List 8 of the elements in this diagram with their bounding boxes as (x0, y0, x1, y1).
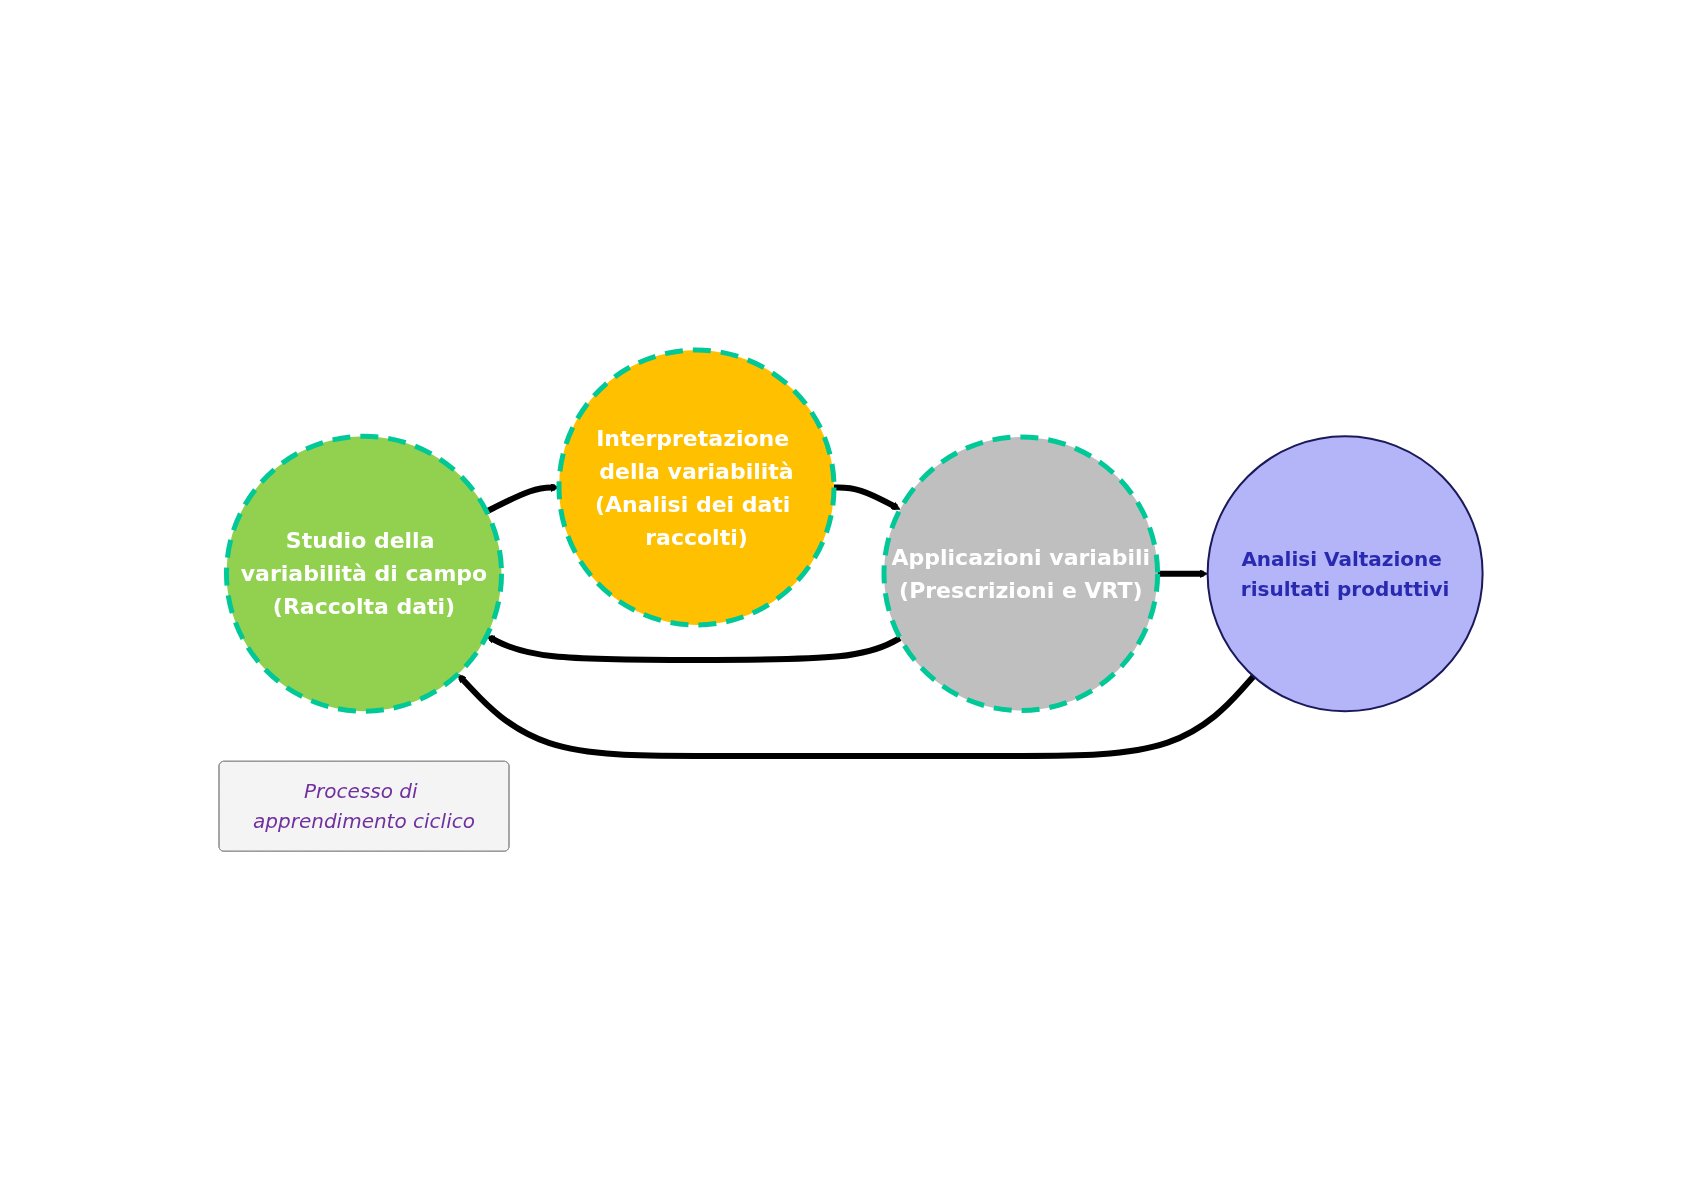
arrow (834, 484, 901, 511)
arrow (457, 674, 1256, 760)
arrow (486, 635, 902, 664)
node-circle: Applicazioni variabili (Prescrizioni e VRT) (881, 434, 1161, 714)
arrow (1157, 569, 1209, 579)
node-circle: Analisi Valtazione risultati produttivi (1206, 435, 1484, 713)
node-circle: Interpretazione della variabilità (Analisi dei dati raccolti) (556, 347, 837, 628)
node-circle: Studio della variabilità di campo (Raccolta dati) (224, 434, 505, 715)
